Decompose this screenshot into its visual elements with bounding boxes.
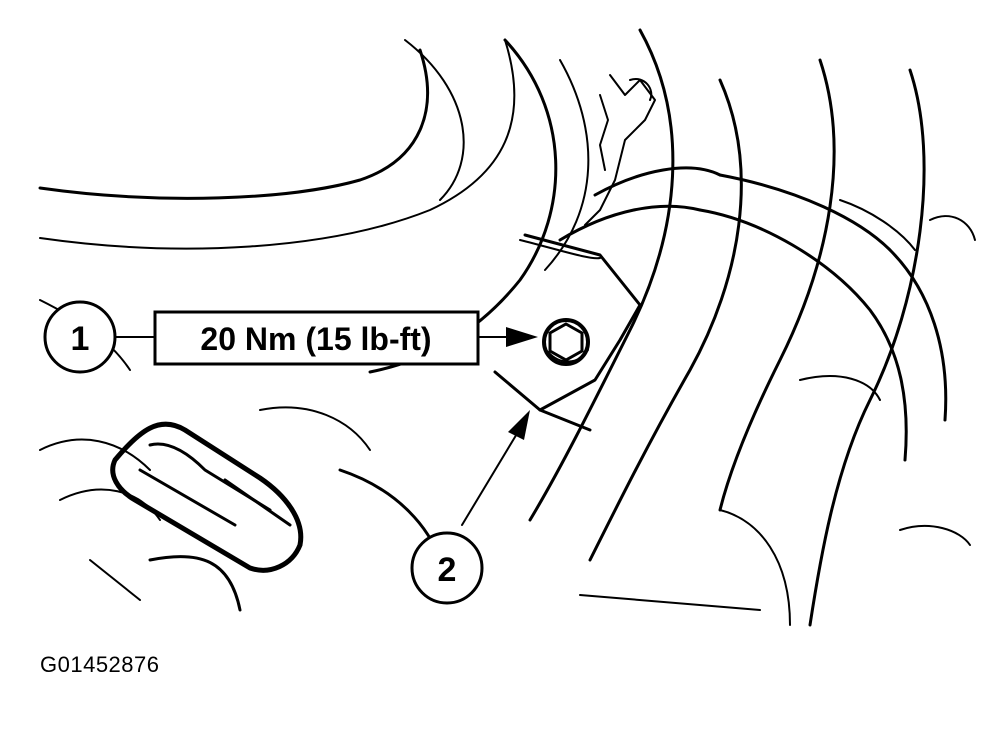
bolt-icon (542, 318, 590, 366)
hose (558, 166, 948, 462)
torque-label: 20 Nm (15 lb-ft) (200, 321, 431, 357)
hose-clamp (110, 421, 304, 573)
arrow-to-bolt (477, 327, 538, 347)
callout-2: 2 (410, 410, 530, 605)
diagonal-tube (528, 28, 743, 562)
frayed-hose-end (584, 74, 656, 226)
callout-2-number: 2 (438, 551, 457, 589)
torque-label-box: 20 Nm (15 lb-ft) (153, 310, 480, 366)
callout-1-number: 1 (71, 320, 90, 358)
figure-id: G01452876 (40, 652, 160, 677)
right-tubes (718, 58, 976, 627)
callout-1: 1 (43, 300, 156, 374)
